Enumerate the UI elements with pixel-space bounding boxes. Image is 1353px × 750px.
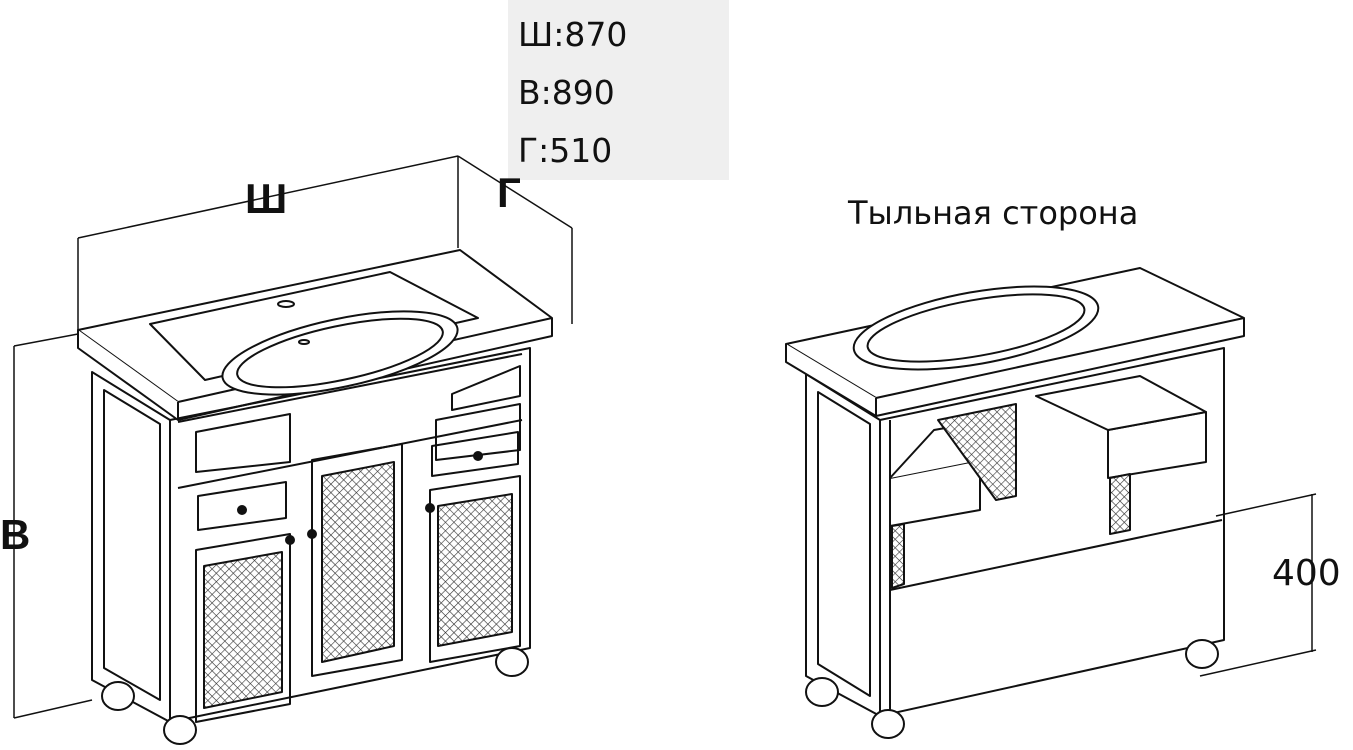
dimension-lines (13, 155, 573, 719)
rear-side-panel (805, 373, 881, 717)
rear-dimension-lines (1199, 493, 1317, 677)
width-dimension-label: Ш (245, 175, 288, 222)
rear-feet (805, 639, 1219, 739)
rear-open-drawer-right (1035, 375, 1207, 479)
height-dimension-label: В (0, 511, 31, 558)
rear-view-caption: Тыльная сторона (848, 194, 1139, 232)
front-side-panel (91, 371, 171, 723)
open-height-dimension-label: 400 (1272, 553, 1341, 594)
rear-countertop (785, 267, 1245, 417)
front-doors (195, 443, 521, 723)
depth-dimension-label: Г (497, 169, 521, 216)
basin (149, 271, 479, 396)
front-drawers (197, 431, 519, 531)
rear-mesh-panels (891, 403, 1131, 589)
spec-depth: Г:510 (518, 131, 613, 170)
front-decor-panels (195, 365, 521, 473)
spec-height: В:890 (518, 73, 615, 112)
spec-box: Ш:870 В:890 Г:510 (508, 0, 729, 180)
front-feet (101, 647, 529, 745)
rear-view-vanity (785, 267, 1245, 739)
front-view-vanity (77, 249, 553, 745)
spec-width: Ш:870 (518, 15, 628, 54)
front-knobs (237, 451, 483, 545)
